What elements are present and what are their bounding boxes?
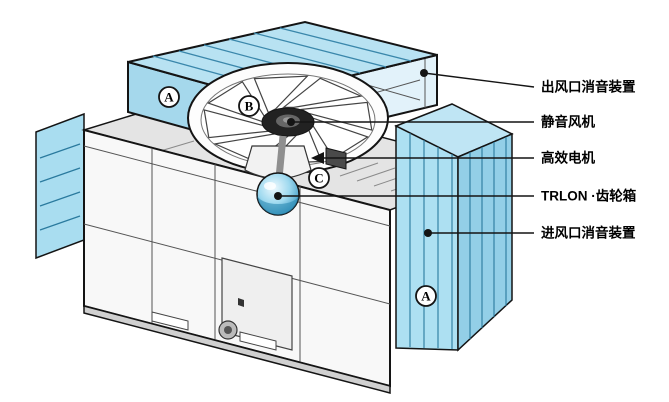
base-rail [83, 305, 391, 394]
callout-label-silent-fan: 静音风机 [541, 114, 595, 130]
drive-train [244, 135, 347, 216]
callout-label-inlet-silencer: 进风口消音装置 [541, 225, 636, 241]
marker-inlet-silencer: A [415, 285, 437, 307]
callout-leaders [278, 72, 535, 234]
tower-body [83, 128, 391, 394]
callout-label-motor: 高效电机 [541, 150, 595, 166]
vent-slot-right [239, 331, 277, 351]
marker-letter-b: B [245, 99, 254, 114]
marker-motor: C [308, 167, 330, 189]
leader-outlet-silencer [423, 72, 535, 88]
anchor-dot-gearbox [274, 192, 282, 200]
callout-label-gearbox: TRLON ·齿轮箱 [541, 188, 637, 204]
gearbox-highlight [264, 182, 276, 190]
letter-markers: A B C A [158, 86, 437, 307]
inlet-silencer-front-face [395, 124, 459, 351]
anchor-dot-silent-fan [287, 118, 295, 126]
callout-label-outlet-silencer: 出风口消音装置 [541, 79, 636, 95]
vent-slot-left [151, 311, 189, 331]
pump-fitting-core [224, 326, 232, 334]
access-door [221, 257, 293, 351]
inlet-silencer [394, 103, 514, 352]
gearbox-shade [257, 194, 299, 215]
marker-letter-a-side: A [421, 289, 431, 304]
anchor-dot-outlet-silencer [420, 69, 428, 77]
marker-letter-c: C [314, 171, 323, 186]
marker-outlet-silencer: A [158, 86, 180, 108]
drive-shaft [275, 135, 287, 179]
marker-fan: B [238, 95, 260, 117]
inlet-silencer-louvers [409, 133, 507, 349]
marker-letter-a-top: A [164, 90, 174, 105]
anchor-dot-inlet-silencer [424, 229, 432, 237]
door-handle [238, 298, 244, 307]
inlet-silencer-side-face [457, 132, 513, 352]
rear-silencer-panel [35, 112, 85, 260]
callout-anchors [274, 69, 432, 237]
callout-labels: 出风口消音装置 静音风机 高效电机 TRLON ·齿轮箱 进风口消音装置 [541, 79, 637, 241]
anchor-arrow-motor [311, 152, 324, 164]
